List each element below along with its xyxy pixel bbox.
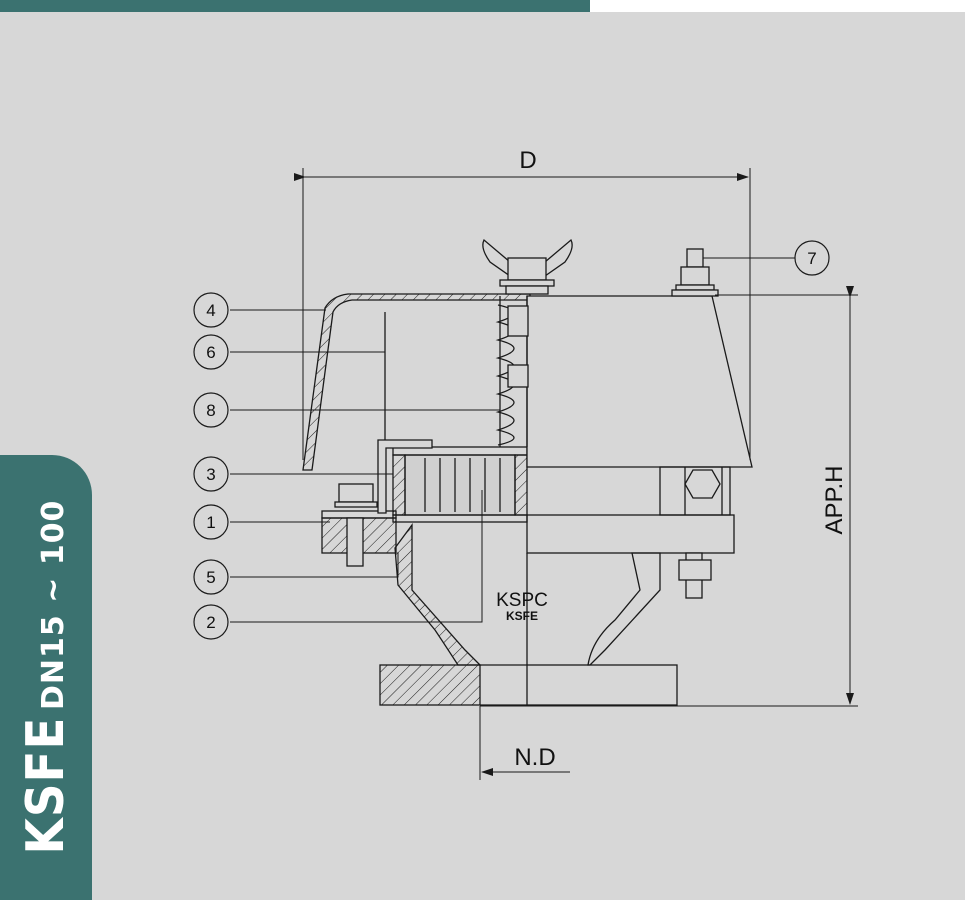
lug-nut [684, 469, 721, 499]
hood-right [526, 295, 753, 468]
callout-label-2: 2 [206, 613, 215, 632]
callout-label-7: 7 [807, 249, 816, 268]
bolt-left [346, 517, 364, 567]
callout-label-4: 4 [206, 301, 215, 320]
side-tab: KSFE DN15 ~ 100 [0, 455, 92, 900]
callout-7 [794, 240, 830, 276]
lug [659, 466, 731, 516]
callout-label-1: 1 [206, 513, 215, 532]
header-bar [0, 0, 590, 12]
arrester-element [404, 454, 516, 516]
dimension-label-h: APP.H [821, 466, 848, 535]
nut-left [338, 483, 374, 503]
dimension-label-nd: N.D [514, 744, 555, 771]
base-right [526, 514, 735, 554]
body-right [587, 552, 661, 666]
callout-label-5: 5 [206, 568, 215, 587]
wing-nut [482, 238, 511, 278]
nut-right [678, 559, 712, 581]
callout-label-8: 8 [206, 401, 215, 420]
bracket [377, 439, 433, 514]
callout-5 [193, 559, 229, 595]
flange-left-section [379, 664, 481, 706]
body-marking-ksfe: KSFE [506, 609, 538, 623]
body-marking-kspc: KSPC [496, 590, 548, 611]
callout-label-3: 3 [206, 465, 215, 484]
flange-right [526, 664, 678, 706]
callout-4 [193, 292, 229, 328]
callout-1 [193, 504, 229, 540]
dimension-label-d: D [519, 147, 536, 174]
top-bolt [686, 248, 704, 268]
callout-label-6: 6 [206, 343, 215, 362]
callout-3 [193, 456, 229, 492]
callout-2 [193, 604, 229, 640]
body-left-section [394, 523, 482, 666]
callout-8 [193, 392, 229, 428]
callout-6 [193, 334, 229, 370]
